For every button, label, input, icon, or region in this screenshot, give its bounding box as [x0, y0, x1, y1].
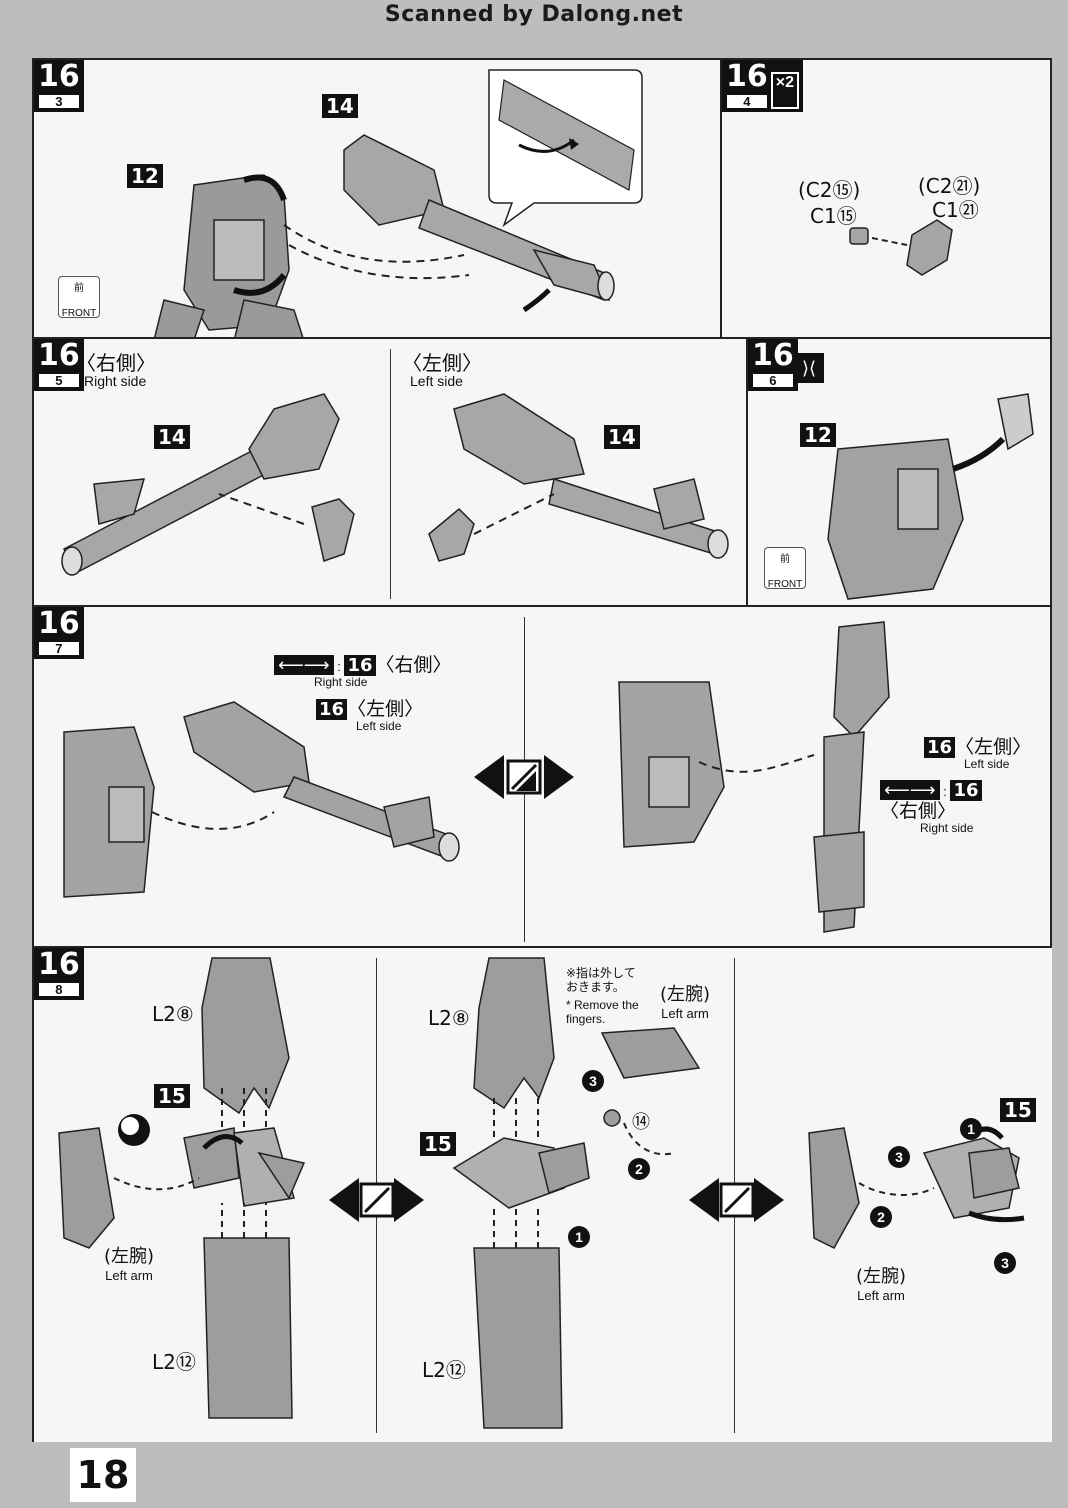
- beam-shield-drawing: [343, 134, 615, 302]
- reference-right-side-right-view: ⟵⟶ : 16〈右側〉 Right side: [880, 780, 1050, 835]
- left-arm-label-middle: (左腕) Left arm: [660, 984, 711, 1021]
- runner-l2-8-middle: L2⑧: [428, 1006, 470, 1030]
- remove-fingers-note-en: * Remove the fingers.: [566, 998, 639, 1027]
- panel-step-16-7: 16 7 ⟵⟶ : 16〈右側〉 Right side 16〈左側〉 Left …: [32, 605, 1052, 948]
- runner-l2-12-left: L2⑫: [152, 1350, 196, 1374]
- front-direction-badge: 前 FRONT: [58, 276, 100, 319]
- substep-number: 5: [38, 373, 80, 388]
- runner-c1-21: C1㉑: [932, 198, 979, 222]
- right-side-title: 〈右側〉: [76, 351, 156, 375]
- substep-number: 3: [38, 94, 80, 109]
- step-badge: 16 8: [34, 948, 84, 1000]
- runner-l2-8-left: L2⑧: [152, 1002, 194, 1026]
- illustration-beam-shield-mount: [153, 69, 643, 337]
- front-direction-badge: 前 FRONT: [764, 547, 806, 590]
- step-badge: 16 5: [34, 339, 84, 391]
- step-badge: 16 6: [748, 339, 798, 391]
- panel-step-16-4: 16 4 ×2 (C2⑮) C1⑮ (C2㉑) C1㉑: [720, 58, 1052, 339]
- page-number: 18: [70, 1448, 136, 1502]
- step-badge: 16 7: [34, 607, 84, 659]
- left-side-subtitle: Left side: [410, 373, 463, 389]
- step-circle-2-right: 2: [870, 1206, 892, 1228]
- step-circle-1-middle: 1: [568, 1226, 590, 1248]
- reference-right-side-left-view: ⟵⟶ : 16〈右側〉 Right side: [274, 655, 452, 689]
- mirror-symbol: [474, 755, 574, 799]
- left-side-title: 〈左側〉: [402, 351, 482, 375]
- reference-left-side-left-view: 16〈左側〉 Left side: [316, 699, 423, 733]
- step-badge: 16 4 ×2: [722, 60, 803, 112]
- divider: [390, 349, 391, 599]
- part-label-15-middle: 15: [420, 1132, 456, 1156]
- part-label-15-right: 15: [1000, 1098, 1036, 1122]
- remove-fingers-note-jp: ※指は外して おきます。: [566, 966, 636, 995]
- substep-number: 4: [726, 94, 768, 109]
- illustration-small-parts: [849, 219, 953, 276]
- illustration-back-panel: [827, 393, 1034, 600]
- runner-l2-12-middle: L2⑫: [422, 1358, 466, 1382]
- step-circle-2-middle: 2: [628, 1158, 650, 1180]
- substep-number: 7: [38, 641, 80, 656]
- substep-number: 6: [752, 373, 794, 388]
- step-number: 16: [38, 338, 80, 373]
- step-number: 16: [38, 59, 80, 94]
- part-label-15-left: 15: [154, 1084, 190, 1108]
- runner-c2-15: (C2⑮): [798, 178, 861, 202]
- step-number: 16: [38, 606, 80, 641]
- illustration-right-left-shield: [61, 393, 729, 576]
- part-label-12: 12: [800, 423, 836, 447]
- reference-left-side-right-view: 16〈左側〉 Left side: [924, 737, 1031, 771]
- illustration-shield-assembly: [58, 957, 1025, 1429]
- panel-step-16-3: 16 3 14 12 前 F: [32, 58, 722, 339]
- right-side-subtitle: Right side: [84, 373, 147, 389]
- left-arm-label-right: (左腕) Left arm: [856, 1266, 907, 1303]
- part-label-14-right: 14: [154, 425, 190, 449]
- quantity-multiplier: ×2: [770, 72, 799, 109]
- step-circle-3-middle: 3: [582, 1070, 604, 1092]
- cut-icon: ⟩⟨: [794, 353, 824, 383]
- step-number: 16: [752, 338, 794, 373]
- step-circle-1-right: 1: [960, 1118, 982, 1140]
- scan-credit: Scanned by Dalong.net: [384, 2, 684, 27]
- panel-step-16-8: 16 8 L2⑧ L2⑫ L2⑧ L2⑫ 15 15 15 (左腕) Left …: [32, 946, 1052, 1442]
- step-circle-3-right-top: 3: [888, 1146, 910, 1168]
- step-badge: 16 3: [34, 60, 84, 112]
- runner-c2-21: (C2㉑): [918, 174, 981, 198]
- step-circle-3-right-bottom: 3: [994, 1252, 1016, 1274]
- substep-number: 8: [38, 982, 80, 997]
- panel-step-16-5: 16 5 〈右側〉 Right side 〈左側〉 Left side 14 1…: [32, 337, 749, 607]
- illustration-mount-on-arm: [63, 621, 890, 933]
- part-label-14-left: 14: [604, 425, 640, 449]
- part-14-circle: ⑭: [632, 1112, 650, 1133]
- left-arm-label-left: (左腕) Left arm: [104, 1246, 155, 1283]
- runner-c1-15: C1⑮: [810, 204, 857, 228]
- part-label-14: 14: [322, 94, 358, 118]
- step-number: 16: [38, 947, 80, 982]
- panel-step-16-6: 16 6 ⟩⟨ 12 前 FRONT: [746, 337, 1052, 607]
- part-label-12: 12: [127, 164, 163, 188]
- step-number: 16: [726, 59, 768, 94]
